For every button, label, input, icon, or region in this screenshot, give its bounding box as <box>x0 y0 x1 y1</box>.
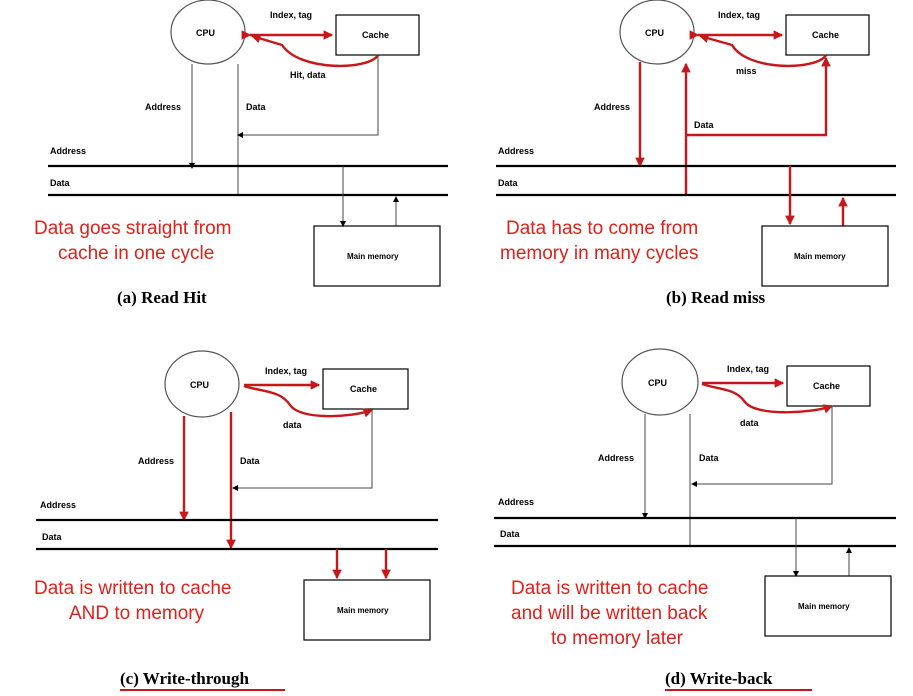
panel-read-miss: CPU Cache Index, tag miss Address Data A… <box>496 0 896 307</box>
note-line-2: and will be written back <box>511 603 708 624</box>
bus-data-label: Data <box>50 178 71 188</box>
cpu-label: CPU <box>196 28 215 38</box>
cpu-label: CPU <box>648 378 667 388</box>
note-line-1: Data goes straight from <box>34 218 231 239</box>
panel-write-through: CPU Cache Index, tag data Address Data A… <box>34 350 438 691</box>
cpu-label: CPU <box>190 380 209 390</box>
main-memory-label: Main memory <box>347 252 399 261</box>
index-tag-label: Index, tag <box>718 10 760 20</box>
cpu-label: CPU <box>645 28 664 38</box>
note-line-2: cache in one cycle <box>58 243 214 264</box>
main-memory-box <box>303 579 431 641</box>
bus-address-label: Address <box>498 497 534 507</box>
data-small-label: data <box>283 420 303 430</box>
data-label: Data <box>240 456 261 466</box>
hit-data-label: Hit, data <box>290 70 326 80</box>
bus-data-label: Data <box>498 178 519 188</box>
cache-label: Cache <box>350 384 377 394</box>
main-memory-box <box>761 225 889 287</box>
cache-box <box>785 14 870 56</box>
note-line-1: Data is written to cache <box>511 578 708 599</box>
cache-label: Cache <box>813 381 840 391</box>
main-memory-box <box>313 225 441 287</box>
index-tag-label: Index, tag <box>727 364 769 374</box>
address-label: Address <box>145 102 181 112</box>
address-label: Address <box>138 456 174 466</box>
panel-read-hit: CPU Cache Index, tag Hit, data Address D… <box>34 0 448 307</box>
hit-data-arrow <box>250 33 380 68</box>
index-tag-label: Index, tag <box>270 10 312 20</box>
main-memory-label: Main memory <box>794 252 846 261</box>
panel-write-back: CPU Cache Index, tag data Address Data A… <box>494 348 896 691</box>
caption-write-back: (d) Write-back <box>665 669 773 688</box>
main-memory-box <box>764 575 892 637</box>
main-memory-label: Main memory <box>798 602 850 611</box>
data-small-label: data <box>740 418 760 428</box>
address-label: Address <box>598 453 634 463</box>
cache-label: Cache <box>362 30 389 40</box>
bus-address-label: Address <box>50 146 86 156</box>
bus-data-label: Data <box>500 529 521 539</box>
data-label: Data <box>694 120 715 130</box>
cpu-node <box>621 348 699 416</box>
note-line-1: Data is written to cache <box>34 578 231 599</box>
data-label: Data <box>699 453 720 463</box>
note-line-1: Data has to come from <box>506 218 698 239</box>
caption-write-through: (c) Write-through <box>120 669 249 688</box>
caption-read-miss: (b) Read miss <box>666 288 766 307</box>
bus-data-label: Data <box>42 532 63 542</box>
main-memory-label: Main memory <box>337 606 389 615</box>
cpu-node <box>164 350 240 418</box>
bus-address-label: Address <box>40 500 76 510</box>
index-tag-label: Index, tag <box>265 366 307 376</box>
address-label: Address <box>594 102 630 112</box>
cache-label: Cache <box>812 30 839 40</box>
caption-read-hit: (a) Read Hit <box>117 288 207 307</box>
data-label: Data <box>246 102 267 112</box>
miss-label: miss <box>736 66 757 76</box>
note-line-2: memory in many cycles <box>500 243 699 264</box>
note-line-2: AND to memory <box>69 603 205 624</box>
note-line-3: to memory later <box>551 628 684 649</box>
bus-address-label: Address <box>498 146 534 156</box>
